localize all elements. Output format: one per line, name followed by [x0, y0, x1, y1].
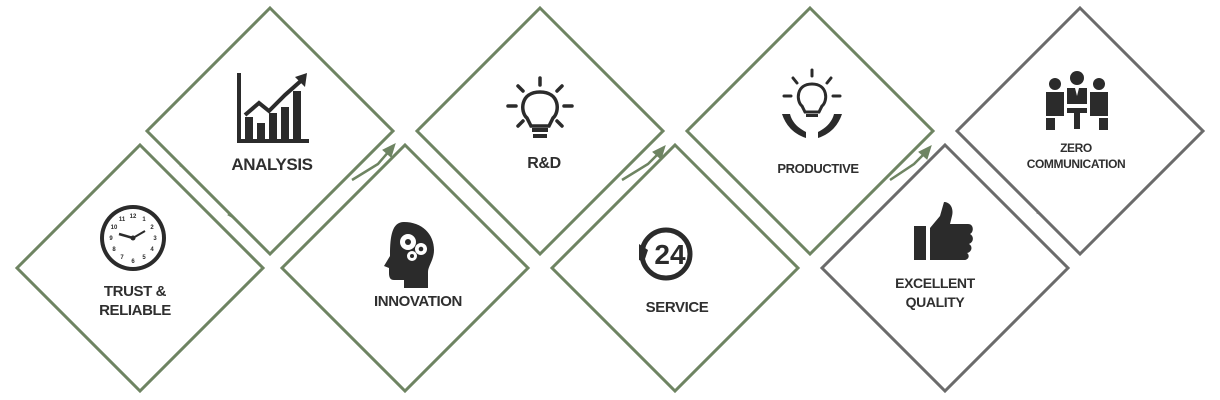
light-bulb-icon — [506, 76, 574, 138]
diamond-quality — [819, 142, 1071, 394]
label-zero-line1: ZERO — [1060, 141, 1092, 155]
label-productive: PRODUCTIVE — [777, 161, 859, 176]
24-hour-service-icon: 24 — [639, 227, 693, 281]
svg-text:11: 11 — [119, 217, 126, 223]
svg-text:8: 8 — [112, 247, 116, 253]
label-service: SERVICE — [646, 299, 709, 316]
diamond-service — [549, 142, 801, 394]
bar-chart-growth-icon — [237, 73, 309, 143]
arrow-analysis-to-innovation — [351, 143, 396, 182]
svg-text:7: 7 — [120, 255, 124, 261]
thumbs-up-icon — [914, 202, 973, 260]
svg-text:3: 3 — [153, 236, 157, 242]
svg-text:2: 2 — [150, 225, 154, 231]
label-innovation: INNOVATION — [374, 293, 462, 310]
arrow-productive-to-quality — [889, 145, 932, 182]
svg-text:10: 10 — [111, 225, 118, 231]
svg-text:12: 12 — [130, 214, 137, 220]
label-quality-line2: QUALITY — [906, 294, 966, 310]
arrow-rnd-to-service — [621, 145, 666, 182]
diamond-productive — [684, 5, 936, 257]
label-zero-line2: COMMUNICATION — [1027, 157, 1126, 171]
label-trust-line1: TRUST & — [104, 283, 167, 300]
hands-bulb-icon — [782, 68, 842, 138]
svg-text:4: 4 — [150, 247, 154, 253]
svg-text:5: 5 — [142, 255, 146, 261]
diamond-zero — [954, 5, 1206, 257]
step-labels: TRUST & RELIABLE ANALYSIS INNOVATION R&D… — [99, 141, 1126, 319]
label-rnd: R&D — [527, 155, 560, 172]
head-gears-icon — [384, 222, 434, 288]
service-badge-number: 24 — [654, 239, 686, 270]
label-trust-line2: RELIABLE — [99, 302, 171, 319]
team-meeting-icon — [1046, 71, 1108, 130]
svg-text:9: 9 — [109, 236, 113, 242]
svg-text:6: 6 — [131, 259, 135, 265]
svg-text:1: 1 — [142, 217, 146, 223]
label-quality-line1: EXCELLENT — [895, 275, 975, 291]
label-analysis: ANALYSIS — [231, 155, 312, 174]
